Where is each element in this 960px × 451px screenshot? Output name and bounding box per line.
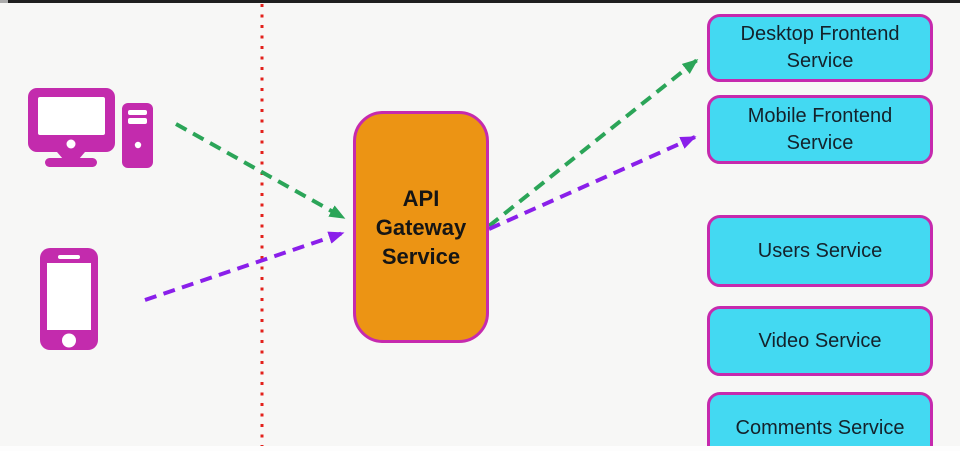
node-mobile-frontend-service: Mobile Frontend Service bbox=[707, 95, 933, 164]
desktop-client bbox=[28, 86, 154, 173]
node-video-service: Video Service bbox=[707, 306, 933, 376]
desktop-computer-icon bbox=[28, 88, 153, 168]
bottom-edge-strip bbox=[0, 446, 960, 451]
arrow-phone-to-gateway bbox=[144, 231, 345, 302]
mobile-phone-icon bbox=[40, 248, 98, 350]
service-label: Users Service bbox=[757, 239, 883, 262]
service-label: Comments Service bbox=[735, 416, 905, 439]
top-edge-corner bbox=[0, 0, 8, 3]
node-api-gateway-service: API Gateway Service bbox=[353, 111, 489, 343]
service-label: Desktop Frontend Service bbox=[740, 23, 900, 72]
node-users-service: Users Service bbox=[707, 215, 933, 287]
service-label: Mobile Frontend Service bbox=[747, 104, 893, 154]
service-label: Video Service bbox=[758, 329, 882, 352]
node-desktop-frontend-service: Desktop Frontend Service bbox=[707, 14, 933, 82]
api-gateway-label: API Gateway Service bbox=[375, 185, 467, 269]
arrow-desktop-to-gateway bbox=[175, 122, 346, 220]
node-comments-service: Comments Service bbox=[707, 392, 933, 451]
top-edge-bar bbox=[0, 0, 960, 3]
mobile-client bbox=[40, 248, 98, 355]
arrow-gateway-to-desktop-frontend bbox=[487, 58, 699, 228]
arrow-gateway-to-mobile-frontend bbox=[488, 135, 697, 231]
